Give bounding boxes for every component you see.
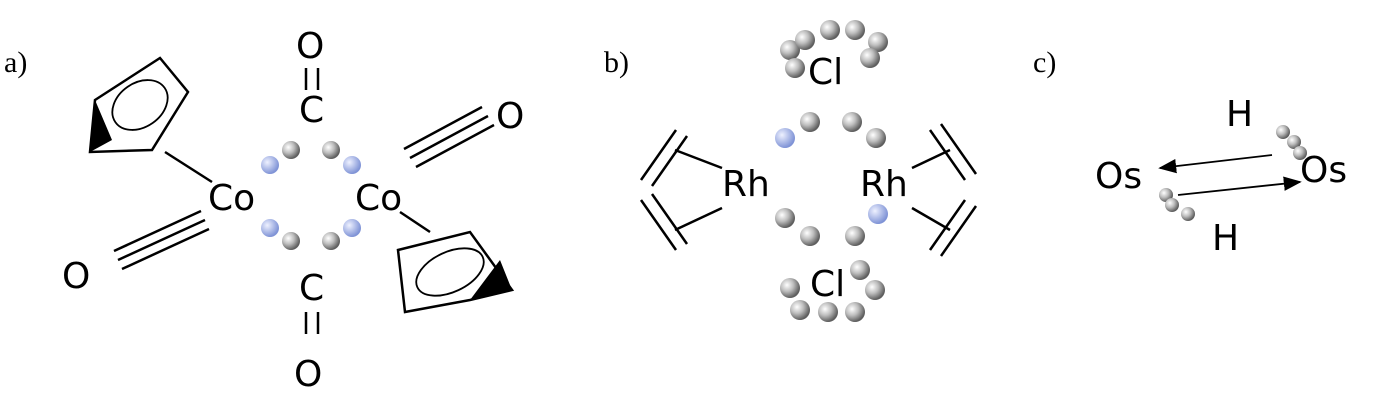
atom-rh-right: Rh [860,164,908,205]
arrow-to-os-left [1158,154,1273,174]
orbital-lobes-a [261,141,361,250]
panel-label-a: a) [4,46,27,79]
ethylene-right [911,123,978,257]
atom-o-left: O [62,256,90,297]
carbonyl-triple-bond-right [403,105,495,169]
atom-o-bottom: O [294,354,322,395]
orbital-lobes-b [775,20,888,322]
panel-label-c: c) [1033,46,1056,79]
atom-rh-left: Rh [722,164,770,205]
orbital-lobes-c [1159,125,1307,221]
atom-os-left: Os [1095,156,1142,197]
atom-co-left: Co [208,178,255,219]
cyclopentadienyl-ring-right [396,210,515,314]
panel-c: c) Os Os H H [1033,46,1347,259]
panel-b: b) Rh Rh Cl Cl [604,20,978,322]
atom-cl-bottom: Cl [810,264,845,305]
atom-c-bottom: C [299,268,324,309]
atom-os-right: Os [1300,150,1347,191]
atom-o-right: O [496,96,524,137]
atom-co-right: Co [355,178,402,219]
atom-h-bottom: H [1212,218,1239,259]
carbonyl-triple-bond-left [113,209,210,271]
arrow-to-os-right [1177,176,1302,196]
panel-label-b: b) [604,46,629,79]
atom-h-top: H [1226,94,1253,135]
ethylene-left [639,129,723,251]
atom-c-top: C [299,90,324,131]
atom-o-top: O [296,26,324,67]
atom-cl-top: Cl [808,52,843,93]
cyclopentadienyl-ring-left [88,56,213,184]
panel-a: a) Co Co C O C O O O [4,26,524,395]
